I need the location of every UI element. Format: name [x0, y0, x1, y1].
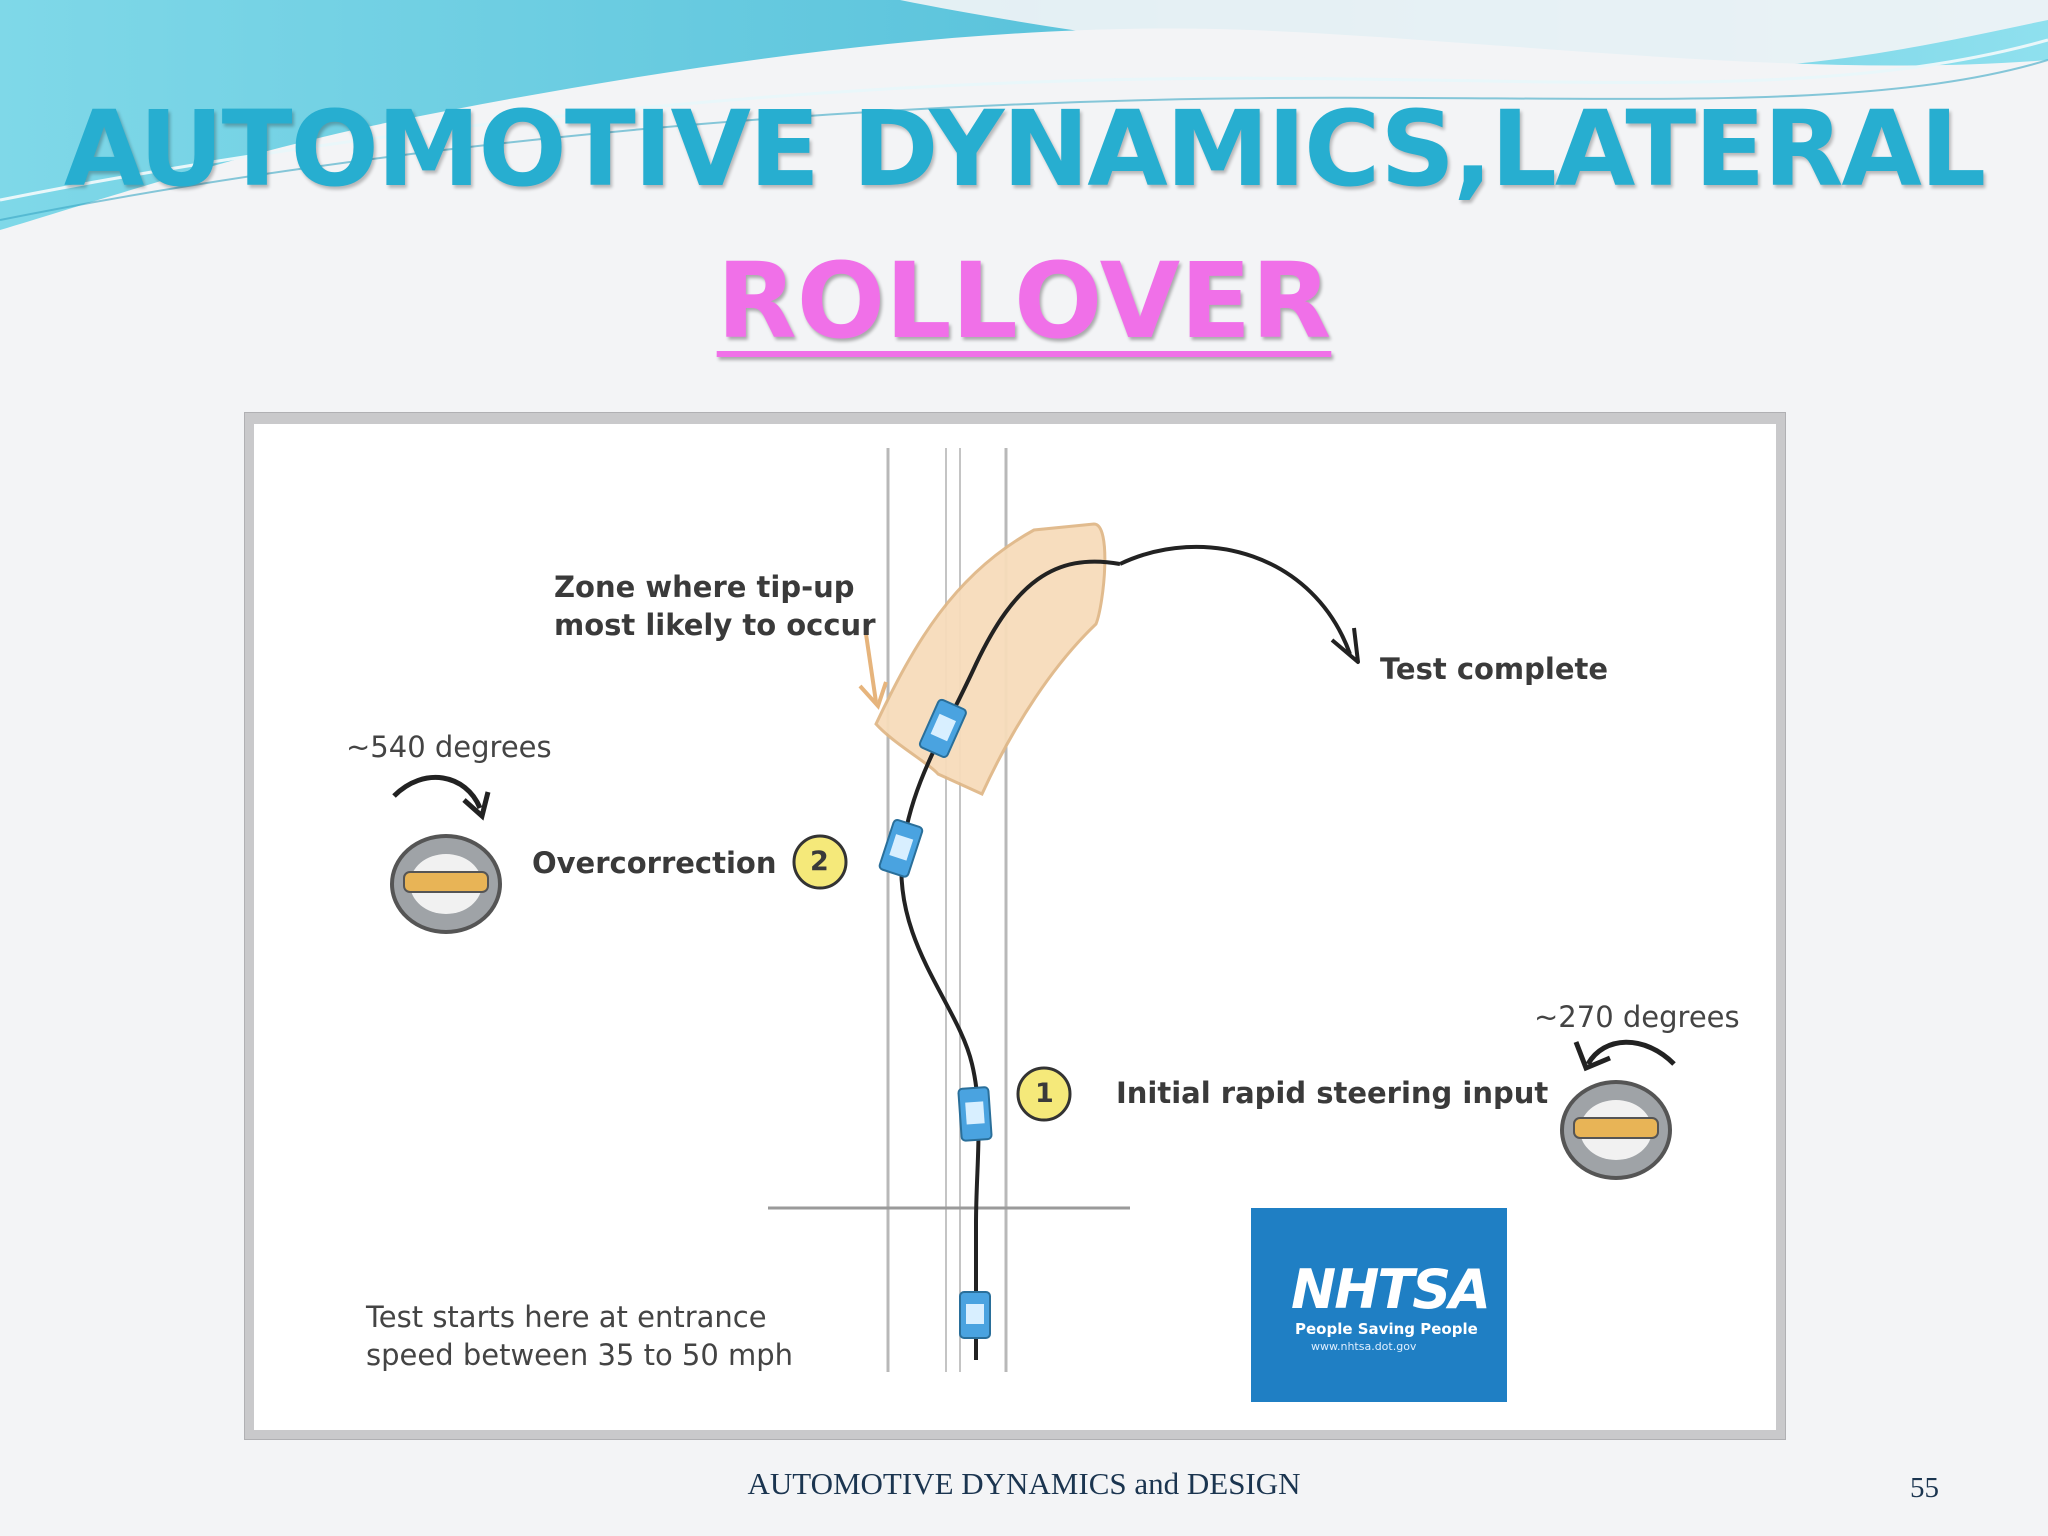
slide-title-line-2: ROLLOVER — [716, 240, 1332, 362]
nhtsa-logo: NHTSA — [1291, 1258, 1491, 1321]
marker-1-circle — [1016, 1066, 1072, 1122]
nhtsa-logo-box: NHTSA People Saving People www.nhtsa.dot… — [1251, 1208, 1507, 1402]
start-label-line-2: speed between 35 to 50 mph — [366, 1338, 794, 1372]
slide-title-line-1: AUTOMOTIVE DYNAMICS,LATERAL — [63, 88, 1986, 210]
left-rotation-arrow — [392, 774, 483, 810]
diagram-graphics — [390, 448, 1676, 1372]
marker-2-circle — [792, 834, 848, 890]
marker-2-text: 2 — [810, 846, 829, 877]
initial-input-label: Initial rapid steering input — [1116, 1076, 1549, 1110]
zone-label-line-2: most likely to occur — [554, 608, 876, 642]
path-to-complete — [1119, 544, 1352, 655]
page-number: 55 — [1910, 1472, 1939, 1504]
right-rotation-arrowhead — [1573, 1041, 1611, 1072]
overcorrection-label: Overcorrection — [532, 846, 777, 880]
car-overcorrection — [878, 818, 924, 878]
steering-wheel-right — [1560, 1080, 1672, 1180]
left-rotation-arrowhead — [462, 791, 491, 821]
car-initial-steer — [957, 1086, 993, 1142]
marker-1-text: 1 — [1035, 1078, 1054, 1109]
nhtsa-url: www.nhtsa.dot.gov — [1311, 1340, 1417, 1353]
zone-pointer-head — [858, 681, 888, 710]
rollover-test-diagram: Zone where tip-up most likely to occur T… — [254, 424, 1776, 1430]
slide-footer: AUTOMOTIVE DYNAMICS and DESIGN — [747, 1466, 1301, 1501]
zone-pointer-arrow — [864, 633, 878, 703]
right-angle-label: ~270 degrees — [1534, 1000, 1740, 1034]
start-label-line-1: Test starts here at entrance — [366, 1300, 767, 1334]
left-angle-label: ~540 degrees — [346, 730, 552, 764]
nhtsa-tagline: People Saving People — [1295, 1320, 1478, 1338]
car-tip-up — [918, 698, 967, 758]
zone-label-line-1: Zone where tip-up — [554, 570, 855, 604]
header-wave-banner — [0, 0, 2048, 230]
car-start — [959, 1291, 991, 1339]
right-rotation-arrow — [1585, 1039, 1676, 1066]
test-complete-arrowhead — [1330, 627, 1360, 664]
test-complete-label: Test complete — [1380, 652, 1609, 686]
steering-wheel-left — [390, 834, 502, 934]
